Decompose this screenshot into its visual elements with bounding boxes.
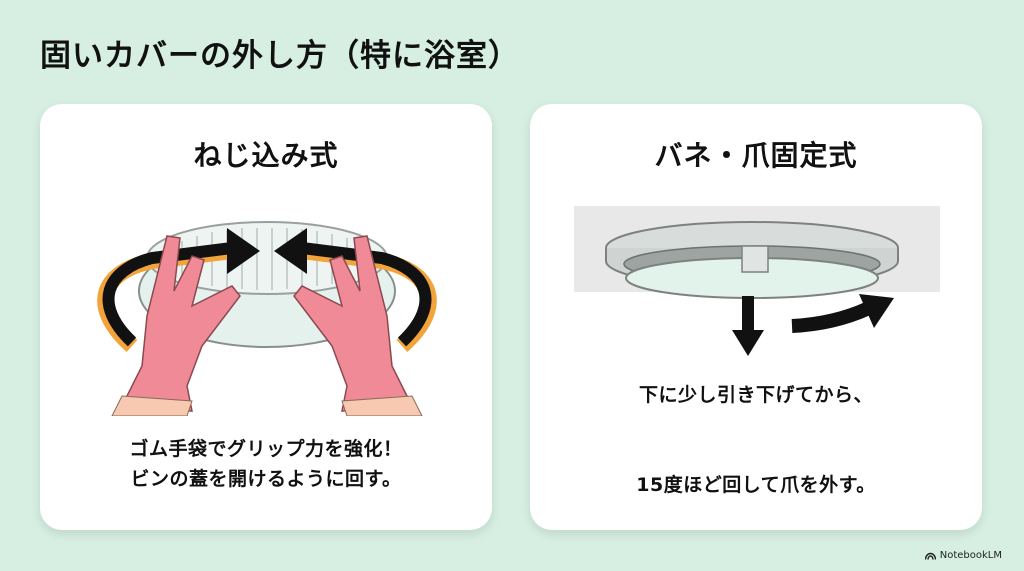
brand-label: NotebookLM [939, 550, 1002, 561]
page-title: 固いカバーの外し方（特に浴室） [40, 38, 520, 74]
caption-line-1: 下に少し引き下げてから、 [638, 384, 873, 406]
ceiling-cover-pull-rotate-icon [574, 206, 940, 356]
caption-line: ゴム手袋でグリップ力を強化！ [129, 438, 403, 460]
caption-line: ビンの蓋を開けるように回す。 [130, 468, 402, 490]
card-screw-in: ねじ込み式 ゴム手袋でグリップ力を強化！ ビンの蓋を開けるように回す。 [40, 104, 492, 530]
notebooklm-logo-icon [924, 552, 936, 560]
footer-brand: NotebookLM [924, 550, 1002, 561]
card-spring-clip: バネ・爪固定式 下に少し引き下げてから、 15度ほど回して爪を外す。 [530, 104, 982, 530]
gloved-hands-twisting-icon [97, 221, 437, 416]
caption-line-2: 15度ほど回して爪を外す。 [636, 474, 876, 496]
card-title: バネ・爪固定式 [654, 139, 858, 172]
card-title: ねじ込み式 [193, 139, 339, 172]
caption: ゴム手袋でグリップ力を強化！ ビンの蓋を開けるように回す。 [40, 434, 492, 494]
